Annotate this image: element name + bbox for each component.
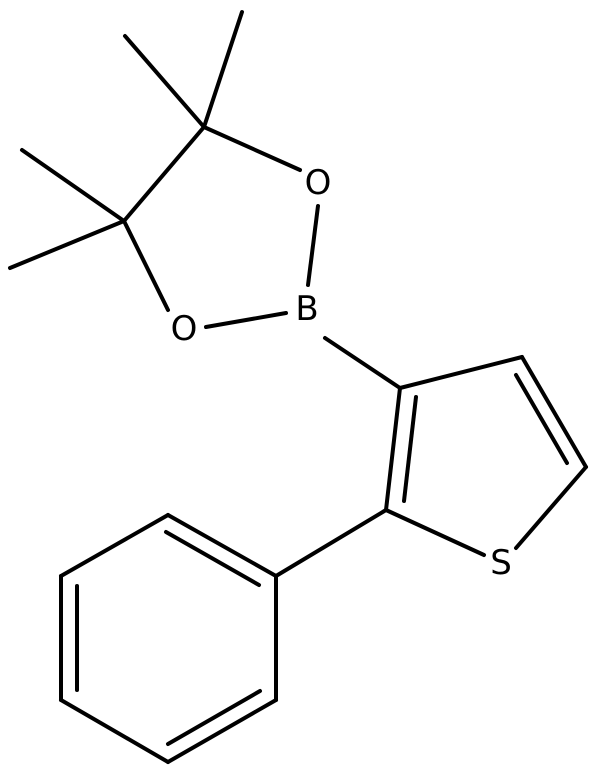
bond-b-o2	[204, 311, 288, 329]
atom-label-sulfur: S	[490, 543, 512, 583]
bond-o2-c5	[122, 219, 170, 312]
phenyl-ring	[59, 513, 278, 764]
phenyl-bond-1-inner	[164, 530, 261, 587]
bond-c4-c5-thiophene	[520, 355, 588, 469]
bond-c5-s	[514, 465, 588, 550]
phenyl-bond-4	[59, 698, 170, 764]
bond-c2-c3	[384, 386, 402, 512]
bond-c2-phenyl	[274, 508, 388, 578]
methyl-bond-3	[20, 148, 126, 223]
atom-label-oxygen-upper: O	[305, 163, 332, 203]
methyl-bond-2	[123, 34, 206, 129]
bond-s-c2	[384, 508, 486, 557]
methyl-bond-1	[202, 10, 244, 129]
phenyl-bond-5-inner	[166, 689, 262, 746]
phenyl-bond-5	[166, 698, 278, 764]
bond-c4-o1	[202, 125, 302, 172]
atom-label-boron: B	[295, 289, 318, 329]
phenyl-bond-2	[59, 513, 170, 578]
phenyl-bond-1	[166, 513, 278, 578]
bond-o1-b	[306, 204, 320, 287]
methyl-groups	[8, 10, 244, 270]
bond-c3-c4-thiophene	[398, 355, 524, 390]
bond-c2-c3-inner	[402, 395, 418, 503]
methyl-bond-4	[8, 219, 126, 270]
atom-label-oxygen-lower: O	[171, 309, 198, 349]
thiophene-ring	[384, 355, 588, 557]
bond-c4-c5-thiophene-inner	[514, 373, 569, 465]
bond-b-c3	[323, 336, 402, 390]
bond-c5-c4	[122, 125, 206, 223]
dioxaborolane-ring	[122, 125, 320, 329]
